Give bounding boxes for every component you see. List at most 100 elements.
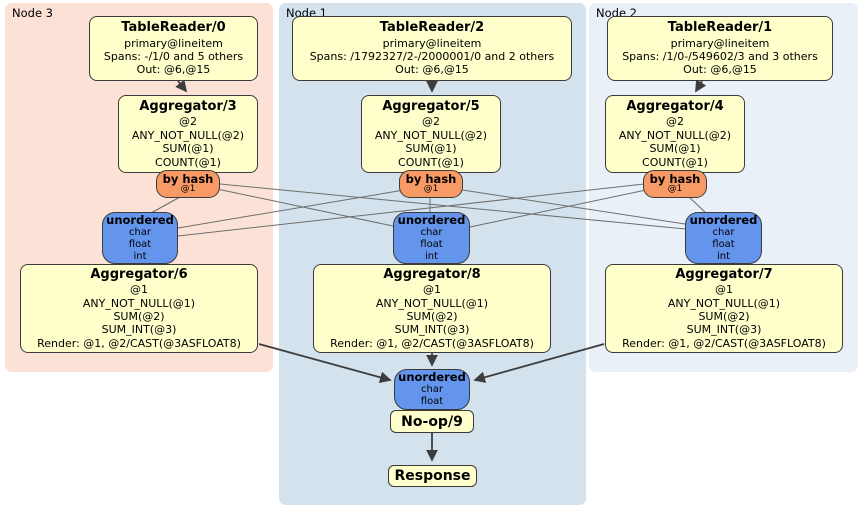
- hash-router-node3-tag: @1: [180, 184, 196, 195]
- final-sync-title: unordered: [398, 370, 466, 385]
- detail-line: Render: @1, @2/CAST(@3ASFLOAT8): [622, 336, 826, 350]
- detail-line: SUM(@1): [649, 142, 701, 156]
- detail-line: @1: [423, 283, 441, 297]
- detail-line: ANY_NOT_NULL(@2): [618, 128, 732, 142]
- hash-router-node3-box: by hash @1: [156, 170, 220, 198]
- detail-line: @1: [130, 283, 148, 297]
- detail-line: SUM(@1): [162, 142, 214, 156]
- detail-line: float: [420, 396, 444, 408]
- detail-line: primary@lineitem: [382, 36, 482, 50]
- detail-line: ANY_NOT_NULL(@1): [375, 296, 489, 310]
- detail-line: COUNT(@1): [642, 155, 708, 169]
- edge-hash2-sync1: [469, 189, 647, 228]
- detail-line: COUNT(@1): [155, 155, 221, 169]
- response-box: Response: [388, 465, 477, 487]
- detail-line: SUM(@2): [698, 309, 750, 323]
- aggregator-6-title: Aggregator/6: [90, 266, 188, 282]
- hash-router-node2-tag: @1: [667, 184, 683, 195]
- aggregator-8-title: Aggregator/8: [383, 266, 481, 282]
- aggregator-3-title: Aggregator/3: [139, 99, 237, 115]
- edge-hash2-sync3: [177, 183, 645, 237]
- sync-node3-title: unordered: [106, 212, 174, 227]
- edge-hash3-sync1: [216, 188, 394, 227]
- detail-line: Spans: /1/0-/549602/3 and 3 others: [622, 49, 818, 63]
- detail-line: @2: [421, 115, 440, 129]
- edge-aggregator6-finalsync: [258, 343, 392, 384]
- detail-line: ANY_NOT_NULL(@1): [82, 296, 196, 310]
- detail-line: float: [128, 238, 152, 250]
- detail-line: primary@lineitem: [124, 36, 223, 50]
- aggregator-7-title: Aggregator/7: [675, 266, 773, 282]
- hash-router-node1-box: by hash @1: [399, 170, 463, 198]
- detail-line: ANY_NOT_NULL(@2): [374, 128, 488, 142]
- aggregator-4-title: Aggregator/4: [626, 99, 724, 115]
- response-title: Response: [394, 468, 471, 484]
- detail-line: @1: [715, 283, 733, 297]
- edge-hash3-sync3: [150, 196, 181, 214]
- edge-aggregator7-finalsync: [473, 343, 605, 383]
- tablereader-0-title: TableReader/0: [121, 20, 226, 36]
- detail-line: SUM_INT(@3): [101, 323, 177, 337]
- tablereader-1-title: TableReader/1: [667, 20, 773, 36]
- edge-tablereader1-aggregator4: [695, 79, 707, 93]
- edge-hash2-sync2: [688, 196, 707, 214]
- detail-line: SUM_INT(@3): [394, 323, 470, 337]
- noop-title: No-op/9: [401, 413, 463, 430]
- node-3-label: Node 3: [12, 6, 53, 20]
- detail-line: ANY_NOT_NULL(@1): [667, 296, 781, 310]
- noop-box: No-op/9: [390, 410, 474, 433]
- tablereader-2-title: TableReader/2: [379, 20, 485, 36]
- edge-hash1-sync3: [177, 189, 405, 229]
- detail-line: int: [133, 250, 147, 262]
- detail-line: Render: @1, @2/CAST(@3ASFLOAT8): [330, 336, 534, 350]
- detail-line: char: [712, 226, 735, 238]
- detail-line: float: [712, 238, 735, 250]
- aggregator-5-title: Aggregator/5: [382, 99, 480, 115]
- flow-edges: [175, 79, 707, 462]
- detail-line: char: [420, 384, 444, 396]
- detail-line: char: [420, 226, 443, 238]
- detail-line: COUNT(@1): [398, 155, 464, 169]
- hash-router-node2-box: by hash @1: [643, 170, 707, 198]
- detail-line: char: [128, 226, 152, 238]
- sync-node2-title: unordered: [689, 212, 758, 227]
- detail-line: SUM_INT(@3): [686, 323, 762, 337]
- detail-line: Spans: -/1/0 and 5 others: [103, 49, 244, 63]
- sync-node1-title: unordered: [397, 212, 466, 227]
- detail-line: @2: [665, 115, 684, 129]
- detail-line: Spans: /1792327/2-/2000001/0 and 2 other…: [309, 49, 555, 63]
- detail-line: ANY_NOT_NULL(@2): [131, 128, 245, 142]
- detail-line: SUM(@2): [113, 309, 165, 323]
- hash-to-sync-edges: [150, 183, 707, 237]
- edge-tablereader0-aggregator3: [175, 79, 188, 93]
- detail-line: Render: @1, @2/CAST(@3ASFLOAT8): [37, 336, 241, 350]
- edge-hash3-sync2: [219, 183, 687, 230]
- detail-line: Out: @6,@15: [136, 63, 211, 77]
- detail-line: Out: @6,@15: [395, 63, 469, 77]
